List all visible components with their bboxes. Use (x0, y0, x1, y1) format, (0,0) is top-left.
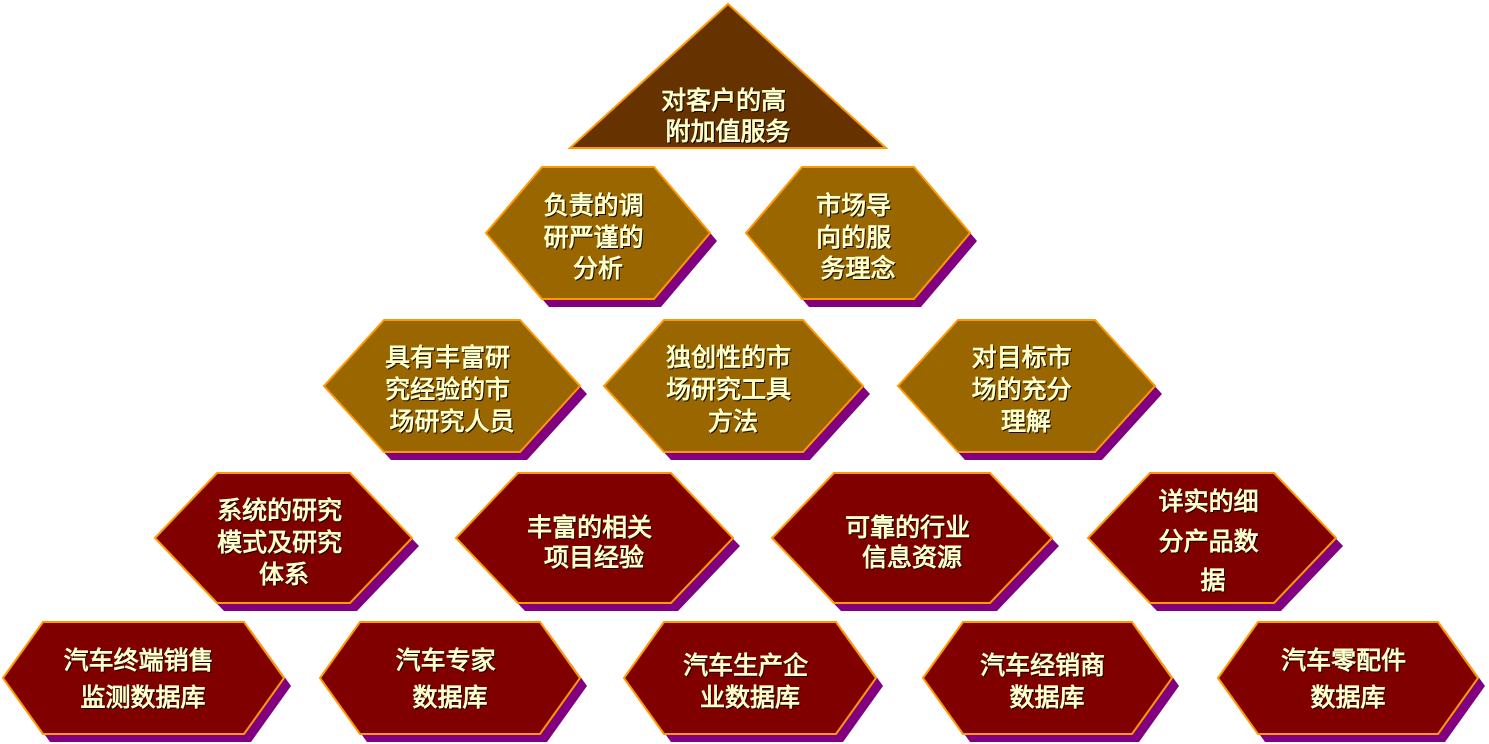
node-label: 对目标市 场的充分 理解 (972, 343, 1081, 436)
label-line: 市场导 (816, 191, 891, 220)
label-line: 汽车专家 (396, 646, 496, 675)
label-line: 业数据库 (700, 683, 800, 712)
label-line: 独创性的市 (666, 343, 791, 372)
label-line: 场研究人员 (389, 407, 514, 436)
label-line: 可靠的行业 (845, 513, 970, 542)
label-line: 方法 (708, 407, 758, 436)
node-label: 可靠的行业 信息资源 (845, 513, 979, 572)
node-rigorous-analysis: 负责的调 研严谨的 分析 (484, 166, 717, 307)
hexagon-shape (454, 472, 735, 604)
label-line: 分析 (573, 254, 623, 283)
node-label: 详实的细 分产品数 据 (1159, 487, 1268, 595)
label-line: 附加值服务 (665, 117, 790, 146)
node-label: 汽车终端销售 监测数据库 (64, 646, 223, 712)
label-line: 丰富的相关 (527, 513, 652, 542)
label-line: 据 (1200, 566, 1225, 595)
label-line: 信息资源 (862, 543, 962, 572)
label-line: 具有丰富研 (385, 343, 510, 372)
node-label: 市场导 向的服 务理念 (816, 191, 900, 283)
label-line: 场的充分 (972, 375, 1072, 404)
label-line: 汽车生产企 (683, 651, 809, 680)
label-line: 系统的研究 (217, 496, 342, 525)
label-line: 理解 (1001, 407, 1051, 436)
node-label: 汽车专家 数据库 (396, 646, 505, 712)
hexagon-shape (744, 166, 972, 300)
label-line: 体系 (259, 560, 309, 589)
node-label: 丰富的相关 项目经验 (527, 513, 661, 572)
label-line: 模式及研究 (217, 528, 342, 557)
node-project-experience: 丰富的相关 项目经验 (454, 472, 740, 611)
label-line: 详实的细 (1159, 487, 1259, 516)
hexagon-shape (896, 319, 1157, 453)
node-expert-db: 汽车专家 数据库 (318, 621, 587, 742)
hexagon-shape (602, 319, 865, 453)
hexagon-shape (921, 621, 1174, 735)
node-terminal-sales-db: 汽车终端销售 监测数据库 (1, 621, 291, 742)
node-industry-info-resources: 可靠的行业 信息资源 (770, 472, 1059, 611)
label-line: 对客户的高 (661, 86, 786, 115)
node-experienced-researchers: 具有丰富研 究经验的市 场研究人员 (322, 319, 587, 460)
apex-node: 对客户的高 附加值服务 (567, 2, 889, 149)
node-label: 汽车零配件 数据库 (1281, 646, 1415, 712)
node-label: 独创性的市 场研究工具 方法 (666, 343, 800, 436)
label-line: 汽车终端销售 (64, 646, 214, 675)
label-line: 数据库 (412, 683, 487, 712)
hexagon-shape (1086, 472, 1338, 604)
label-line: 项目经验 (544, 543, 644, 572)
node-label: 系统的研究 模式及研究 体系 (217, 496, 351, 589)
hexagon-shape (153, 472, 414, 604)
label-line: 汽车零配件 (1281, 646, 1406, 675)
label-line: 监测数据库 (80, 683, 205, 712)
node-original-research-tools: 独创性的市 场研究工具 方法 (602, 319, 870, 460)
hexagon-shape (318, 621, 582, 735)
label-line: 究经验的市 (385, 375, 510, 404)
hexagon-shape (484, 166, 712, 300)
node-label: 汽车经销商 数据库 (980, 651, 1114, 712)
node-label: 汽车生产企 业数据库 (683, 651, 817, 712)
node-label: 负责的调 研严谨的 分析 (544, 191, 653, 283)
label-line: 场研究工具 (666, 375, 791, 404)
node-segment-product-data: 详实的细 分产品数 据 (1086, 472, 1343, 611)
node-parts-db: 汽车零配件 数据库 (1216, 621, 1485, 742)
hexagon-shape (622, 621, 878, 735)
hexagon-shape (1, 621, 286, 735)
label-line: 数据库 (1009, 683, 1084, 712)
apex-label: 对客户的高 附加值服务 (661, 86, 795, 146)
label-line: 负责的调 (544, 191, 644, 220)
node-label: 具有丰富研 究经验的市 场研究人员 (385, 343, 519, 436)
label-line: 务理念 (820, 254, 895, 283)
hexagon-shape (1216, 621, 1480, 735)
node-systematic-research-model: 系统的研究 模式及研究 体系 (153, 472, 419, 611)
hexagon-shape (322, 319, 582, 453)
label-line: 分产品数 (1159, 527, 1260, 556)
node-market-oriented-service: 市场导 向的服 务理念 (744, 166, 977, 307)
node-dealer-db: 汽车经销商 数据库 (921, 621, 1179, 742)
label-line: 数据库 (1310, 683, 1385, 712)
label-line: 研严谨的 (544, 223, 644, 252)
hexagon-shape (770, 472, 1054, 604)
label-line: 对目标市 (972, 343, 1072, 372)
label-line: 向的服 (816, 223, 892, 252)
label-line: 汽车经销商 (980, 651, 1105, 680)
node-target-market-understanding: 对目标市 场的充分 理解 (896, 319, 1162, 460)
apex-triangle (567, 2, 889, 149)
node-manufacturer-db: 汽车生产企 业数据库 (622, 621, 883, 742)
